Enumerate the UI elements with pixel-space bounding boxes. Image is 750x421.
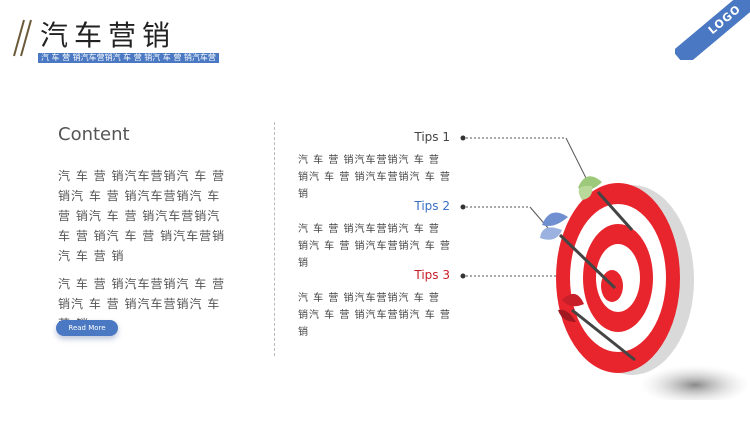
tip-2-text: 汽 车 营 销汽车营销汽 车 营 销汽 车 营 销汽车营销汽 车 营 销	[298, 224, 451, 269]
tip-1-text: 汽 车 营 销汽车营销汽 车 营 销汽 车 营 销汽车营销汽 车 营 销	[298, 155, 451, 200]
title-slash-decoration	[13, 19, 32, 57]
tip-3-dot	[460, 273, 466, 279]
tip-leader-lines	[460, 135, 587, 283]
red-dart	[558, 293, 636, 362]
blue-dart	[540, 212, 617, 290]
dartboard-target-illustration	[540, 176, 750, 400]
tip-2-label: Tips 2	[414, 199, 450, 213]
logo-text: LOGO	[675, 0, 750, 60]
tip-1-label: Tips 1	[414, 130, 450, 144]
tip-1-dot	[460, 135, 466, 141]
column-divider	[274, 122, 275, 356]
subtitle-bar: 汽 车 营 销汽车营销汽 车 营 销汽 车 营 销汽车营	[38, 53, 219, 63]
page-title: 汽车营销	[40, 19, 177, 52]
logo-ribbon: LOGO	[675, 0, 750, 60]
read-more-button[interactable]: Read More	[56, 320, 118, 336]
tip-3-text: 汽 车 营 销汽车营销汽 车 营 销汽 车 营 销汽车营销汽 车 营 销	[298, 293, 451, 338]
green-dart	[578, 176, 634, 232]
content-paragraph-1: 汽 车 营 销汽车营销汽 车 营 销汽 车 营 销汽车营销汽 车 营 销汽 车 …	[58, 169, 226, 263]
content-heading: Content	[58, 124, 130, 145]
tip-3-label: Tips 3	[414, 268, 450, 282]
tip-2-dot	[460, 204, 466, 210]
